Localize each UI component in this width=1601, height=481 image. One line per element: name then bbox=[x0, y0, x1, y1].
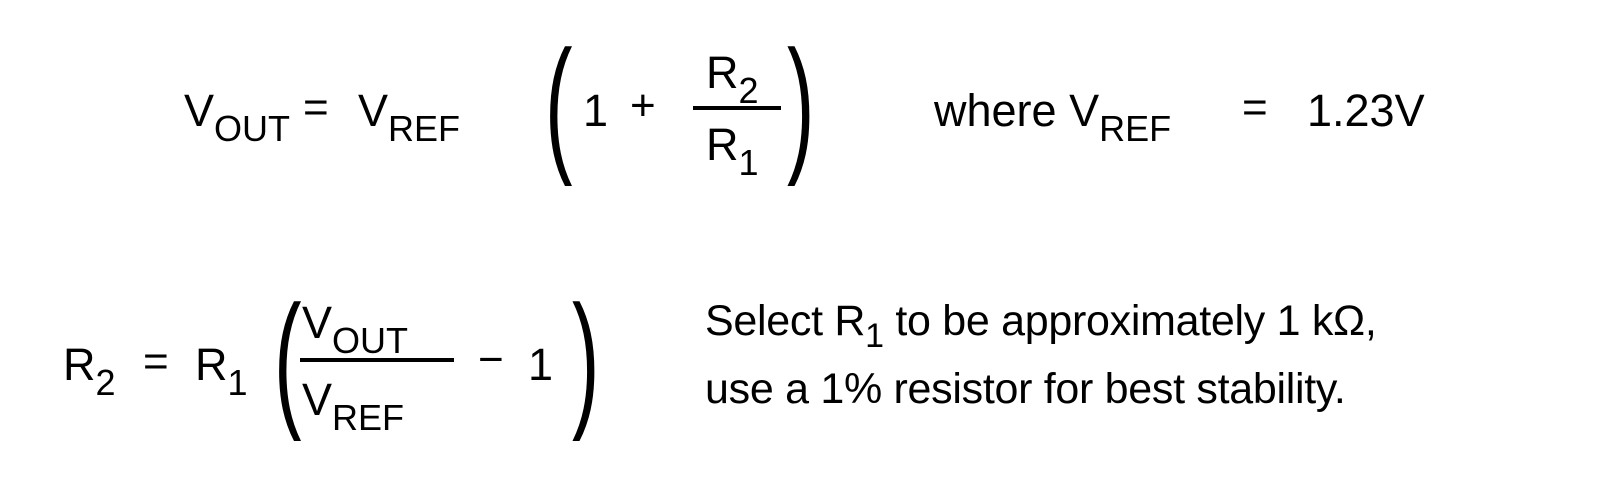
r2-symbol: R bbox=[63, 339, 96, 390]
vref-subscript: REF bbox=[332, 397, 405, 438]
vref-term: VREF bbox=[358, 85, 460, 147]
fraction-bar bbox=[693, 106, 781, 110]
r2-term: R2 bbox=[63, 339, 116, 401]
close-paren: ) bbox=[572, 274, 600, 442]
r2-subscript: 2 bbox=[95, 362, 116, 403]
minus-sign: − bbox=[478, 335, 504, 384]
open-paren: ( bbox=[545, 19, 573, 187]
fraction-bar bbox=[300, 358, 454, 362]
vout-symbol: V bbox=[302, 297, 333, 348]
where-clause: where VREF bbox=[934, 85, 1171, 147]
fraction-denominator: VREF bbox=[302, 374, 404, 436]
vref-value: 1.23V bbox=[1307, 85, 1425, 136]
r1-subscript: 1 bbox=[738, 142, 759, 183]
vref-symbol: V bbox=[358, 85, 389, 136]
vref-symbol: V bbox=[302, 374, 333, 425]
r1-term: R1 bbox=[195, 339, 248, 401]
r1-symbol: R bbox=[706, 119, 739, 170]
equals-sign: = bbox=[1242, 83, 1268, 132]
vout-symbol: V bbox=[184, 85, 215, 136]
vout-term: VOUT bbox=[184, 85, 290, 147]
equals-sign: = bbox=[143, 337, 169, 386]
note-r1-subscript: 1 bbox=[865, 317, 884, 355]
r1-symbol: R bbox=[195, 339, 228, 390]
vout-subscript: OUT bbox=[214, 108, 291, 149]
where-word: where bbox=[934, 85, 1057, 136]
r2-subscript: 2 bbox=[738, 70, 759, 111]
plus-sign: + bbox=[630, 81, 656, 130]
equals-sign: = bbox=[303, 83, 329, 132]
one-constant: 1 bbox=[583, 85, 609, 136]
vref-subscript: REF bbox=[388, 108, 461, 149]
note-line-1-prefix: Select R bbox=[705, 297, 866, 345]
note-line-1-suffix: to be approximately 1 kΩ, bbox=[883, 297, 1377, 345]
vref-symbol: V bbox=[1069, 85, 1100, 136]
r1-subscript: 1 bbox=[227, 362, 248, 403]
vout-subscript: OUT bbox=[332, 320, 409, 361]
close-paren: ) bbox=[787, 19, 815, 187]
one-constant: 1 bbox=[528, 339, 554, 390]
fraction-numerator: VOUT bbox=[302, 297, 408, 359]
fraction-denominator: R1 bbox=[706, 119, 759, 181]
vref-subscript: REF bbox=[1099, 108, 1172, 149]
r2-symbol: R bbox=[706, 47, 739, 98]
note-line-2: use a 1% resistor for best stability. bbox=[705, 365, 1346, 413]
open-paren: ( bbox=[274, 274, 302, 442]
note-line-1: Select R1 to be approximately 1 kΩ, bbox=[705, 297, 1377, 354]
fraction-numerator: R2 bbox=[706, 47, 759, 109]
